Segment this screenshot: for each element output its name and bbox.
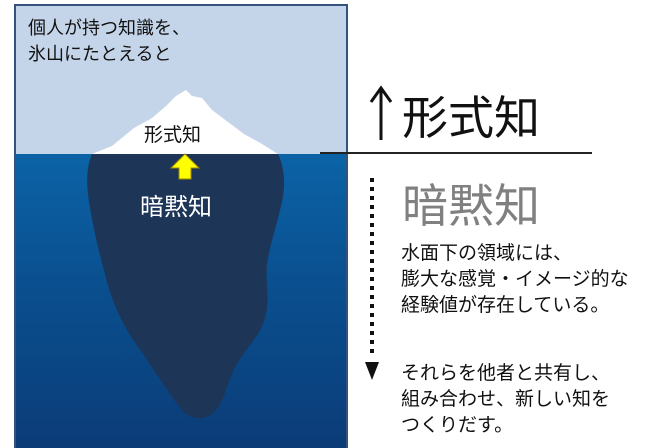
desc1-line-3: 経験値が存在している。 [401, 294, 610, 316]
description-block-2: それらを他者と共有し、 組み合わせ、新しい知を つくりだす。 [401, 360, 610, 438]
caption-line-2: 氷山にたとえると [28, 44, 172, 65]
iceberg-underwater-shape [87, 154, 285, 419]
yellow-up-arrow-icon [169, 153, 201, 180]
desc1-line-1: 水面下の領域には、 [401, 242, 573, 264]
iceberg-panel: 個人が持つ知識を、 氷山にたとえると 形式知 暗黙知 [14, 4, 348, 448]
waterline-divider [320, 152, 592, 154]
desc2-line-2: 組み合わせ、新しい知を [401, 388, 611, 410]
tacit-knowledge-heading: 暗黙知 [402, 179, 540, 233]
tip-label: 形式知 [144, 124, 202, 146]
desc1-line-2: 膨大な感覚・イメージ的な [401, 268, 629, 290]
dotted-down-arrow-icon [365, 178, 379, 380]
iceberg-tip-shape [92, 90, 278, 154]
formal-knowledge-heading: 形式知 [402, 91, 540, 145]
description-block-1: 水面下の領域には、 膨大な感覚・イメージ的な 経験値が存在している。 [401, 240, 629, 318]
desc2-line-1: それらを他者と共有し、 [401, 362, 611, 384]
desc2-line-3: つくりだす。 [401, 414, 514, 436]
caption-line-1: 個人が持つ知識を、 [28, 18, 190, 39]
panel-caption: 個人が持つ知識を、 氷山にたとえると [28, 16, 190, 68]
underwater-label: 暗黙知 [140, 193, 212, 221]
up-arrow-icon [369, 85, 393, 140]
iceberg-illustration [87, 90, 285, 419]
